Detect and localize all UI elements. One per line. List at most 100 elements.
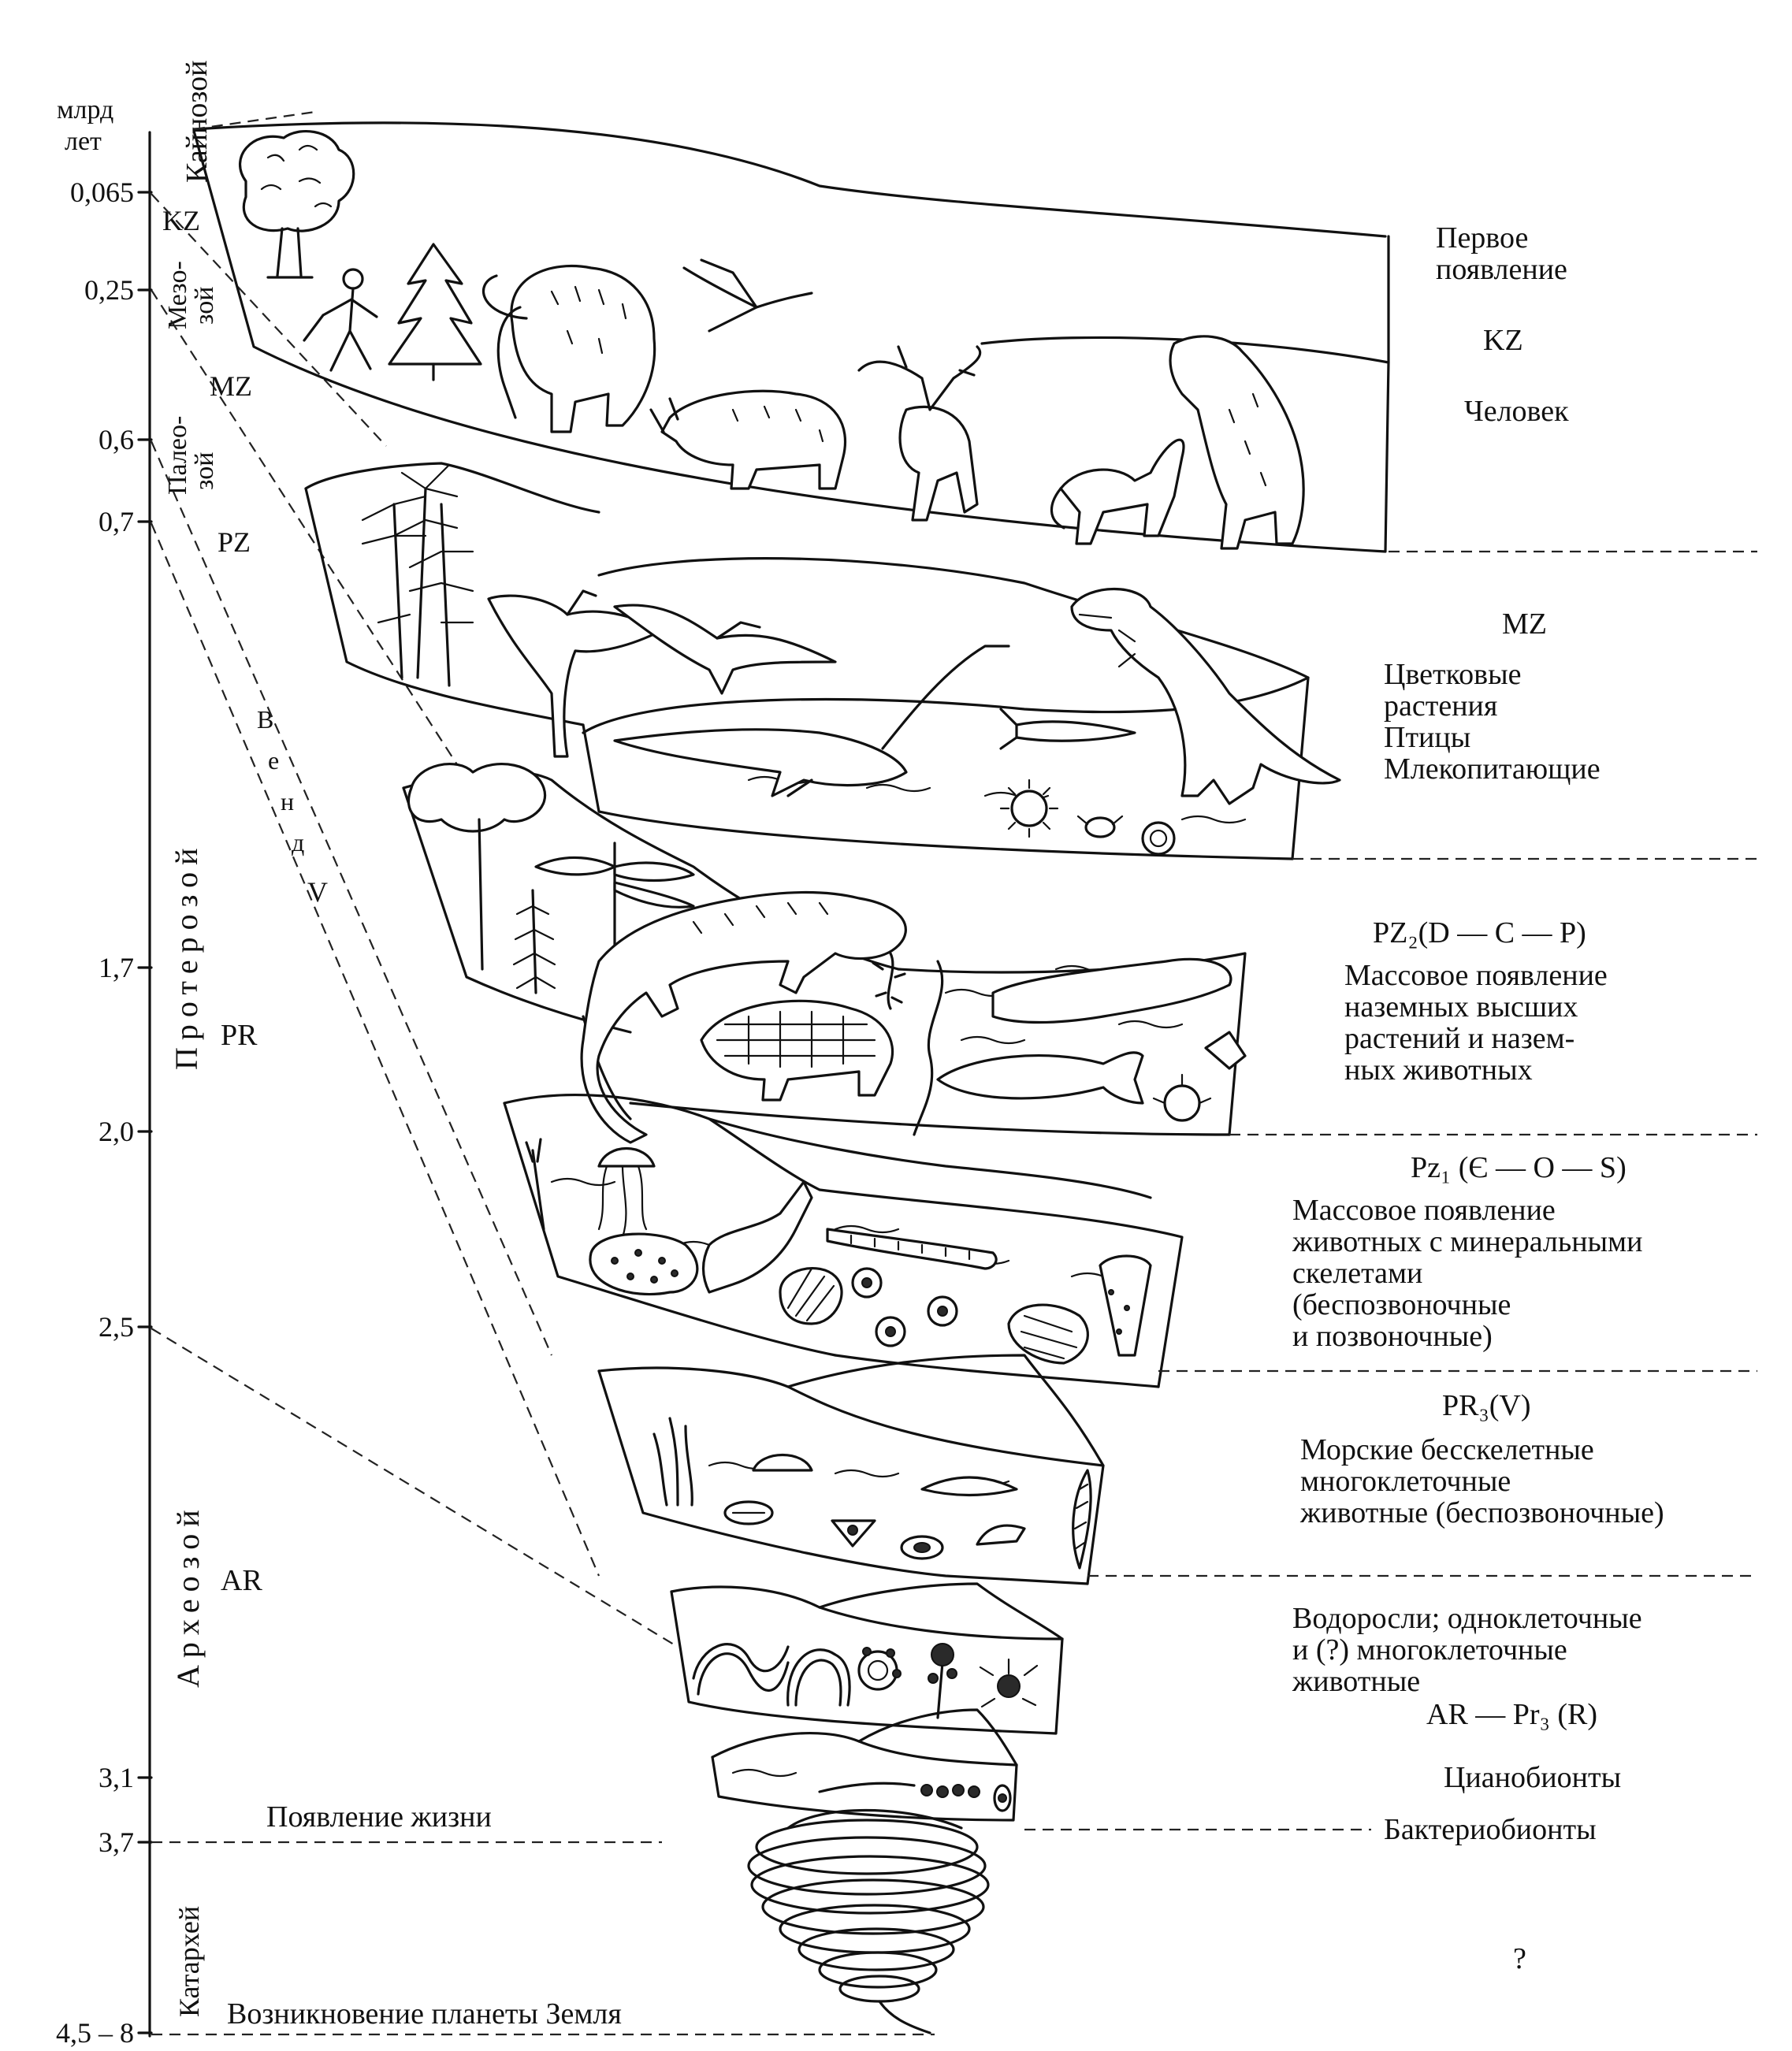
code-mz-left: MZ <box>210 370 252 402</box>
crab-icon <box>1076 815 1124 838</box>
spiral-band-archean <box>670 1582 1064 1735</box>
dragonfly-icon <box>534 842 695 947</box>
seaweed-icon <box>525 1138 545 1231</box>
mz-lines-line: растения <box>1384 689 1497 723</box>
coil-6 <box>797 1927 955 1971</box>
ring-microfossil-icon <box>857 1647 902 1691</box>
tribrachidium-icon <box>831 1519 876 1548</box>
vend-letter-4: д <box>292 828 304 856</box>
band-kz-top-edge <box>192 121 1387 238</box>
scale-tick-label: 0,7 <box>99 506 134 537</box>
event-earth-formation: Возникновение планеты Земля <box>227 1997 622 2031</box>
band-ar-front-edge <box>670 1590 1064 1735</box>
era-codes: KZ MZ PZ PR AR В е н д V <box>162 205 328 1597</box>
star-organism-icon <box>979 1658 1039 1708</box>
band-pr3-back-edge <box>786 1354 1105 1585</box>
code-ar-left: AR <box>221 1564 262 1597</box>
mz-lines-line: Цветковые <box>1384 658 1522 691</box>
water-waves-cyano <box>731 1768 797 1778</box>
band-pz1-back-edge <box>818 1188 1184 1388</box>
bacteriobionts-label: Бактериобионты <box>1384 1813 1597 1846</box>
brachiopod-shell-icon <box>779 1267 843 1325</box>
conifer-tree-icon <box>388 243 482 381</box>
orthoceras-shell-icon <box>826 1228 998 1270</box>
scale-tick-label: 4,5 – 8 <box>56 2017 134 2047</box>
trilobite-icon <box>1007 1303 1089 1365</box>
coil-2 <box>747 1836 987 1896</box>
pz2-lines-line: Массовое появление <box>1344 959 1608 992</box>
horsetail-plant-icon <box>512 889 556 994</box>
ichthyostega-icon <box>991 957 1232 1024</box>
plesiosaur-icon <box>613 645 1010 797</box>
ar-code-right: AR — Pr₃ (R) <box>1426 1698 1597 1731</box>
coil-4 <box>761 1878 985 1935</box>
pz2-lines-line: наземных высших <box>1344 990 1578 1024</box>
spiral-band-cyanobionts <box>711 1708 1018 1822</box>
filament-microfossil-icon <box>818 1782 980 1798</box>
oak-tree-icon <box>238 130 355 279</box>
archaeocyath-cup-icon <box>1099 1254 1152 1357</box>
band-mz-front-edge <box>582 723 1294 860</box>
spriggina-worm-icon <box>920 1476 1026 1546</box>
band-cyano-front-edge <box>711 1756 1018 1822</box>
lobe-finned-fish-icon <box>936 1051 1144 1105</box>
header-line1: Первое <box>1436 221 1528 255</box>
scale-tick-label: 2,0 <box>99 1116 134 1147</box>
coil-tail <box>878 2000 931 2034</box>
giant-deer-icon <box>857 345 982 522</box>
pterodactyl-icon <box>613 604 837 695</box>
ar-lines-line: Водоросли; одноклеточные <box>1292 1602 1642 1635</box>
coil-8 <box>838 1975 920 2003</box>
coil-3 <box>750 1855 990 1915</box>
ground-sloth-icon <box>1169 335 1305 550</box>
era-archean: Археозой <box>170 1503 206 1688</box>
pz1-code-right: Pz₁ (Є — O — S) <box>1411 1151 1627 1184</box>
round-shell-icon <box>851 1267 883 1299</box>
time-scale: млрд лет 0,0650,250,60,71,72,02,53,13,74… <box>56 95 153 2049</box>
code-pz-left: PZ <box>217 526 251 558</box>
scale-tick-label: 2,5 <box>99 1311 134 1343</box>
cell-capsule-icon <box>993 1784 1012 1812</box>
band-pz1-back-top <box>708 1117 1152 1199</box>
spiral-band-mesozoic <box>304 462 1757 860</box>
jellyfish-icon <box>597 1147 656 1239</box>
woolly-rhino-icon <box>649 389 847 490</box>
spiral-band-pz1 <box>503 1093 1757 1388</box>
pz1-lines-line: и позвоночные) <box>1292 1320 1493 1353</box>
branching-organism-icon <box>928 1643 957 1719</box>
water-waves-pz2 <box>944 964 1184 1045</box>
coil-7 <box>818 1951 938 1989</box>
crinoid-icon <box>1152 1073 1212 1122</box>
scale-tick-label: 0,6 <box>99 424 134 455</box>
crane-bird-icon <box>682 258 813 333</box>
band-pz1-top-edge <box>503 1093 821 1191</box>
era-paleozoic-line2: зой <box>190 452 219 490</box>
code-pr-left: PR <box>221 1019 258 1052</box>
era-proterozoic: Протерозой <box>169 841 204 1070</box>
scale-tick-label: 3,1 <box>99 1762 134 1793</box>
pz2-lines-line: ных животных <box>1344 1053 1533 1087</box>
archaeopteryx-icon <box>487 589 664 758</box>
band-kz-front-edge <box>192 129 1390 553</box>
pz2-lines-line: растений и назем- <box>1344 1022 1575 1055</box>
code-kz-left: KZ <box>162 205 200 236</box>
band-mz-back-top <box>597 557 1310 679</box>
medusa-disc-icon <box>752 1454 813 1472</box>
era-mesozoic-line1: Мезо- <box>163 261 192 329</box>
scale-tick-label: 0,25 <box>84 274 134 306</box>
ar-lines-line: и (?) многоклеточные <box>1292 1633 1567 1666</box>
stromatolite-icon <box>692 1643 790 1696</box>
band-cyano-back-edge <box>857 1708 1018 1767</box>
spiral-coils <box>747 1808 1371 2034</box>
scale-tick-label: 0,065 <box>70 176 134 208</box>
pz1-lines-line: (беспозвоночные <box>1292 1288 1511 1321</box>
era-katarchean: Катархей <box>173 1906 205 2017</box>
pz1-lines-line: скелетами <box>1292 1257 1422 1290</box>
human-figure-icon <box>303 268 378 372</box>
pz2-code-right: PZ₂(D — C — P) <box>1373 916 1586 949</box>
